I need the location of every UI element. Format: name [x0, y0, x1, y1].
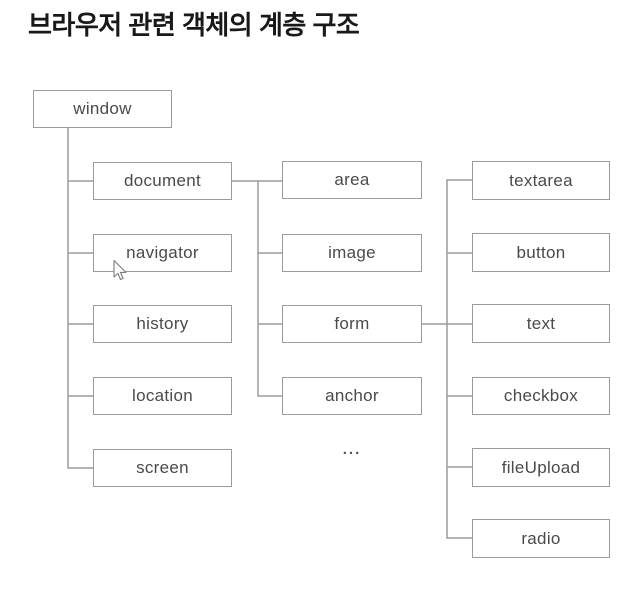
mouse-cursor-icon	[113, 259, 127, 281]
node-button: button	[472, 233, 610, 272]
node-textarea: textarea	[472, 161, 610, 200]
more-items-ellipsis: ...	[342, 441, 362, 458]
node-screen: screen	[93, 449, 232, 487]
node-window: window	[33, 90, 172, 128]
node-history: history	[93, 305, 232, 343]
node-location: location	[93, 377, 232, 415]
trunk-window	[67, 128, 93, 469]
node-form: form	[282, 305, 422, 343]
node-area: area	[282, 161, 422, 199]
trunk-document	[257, 181, 282, 397]
node-fileupload: fileUpload	[472, 448, 610, 487]
node-anchor: anchor	[282, 377, 422, 415]
node-text: text	[472, 304, 610, 343]
trunk-form	[446, 179, 472, 539]
node-document: document	[93, 162, 232, 200]
diagram-title: 브라우저 관련 객체의 계층 구조	[28, 10, 360, 40]
node-image: image	[282, 234, 422, 272]
node-checkbox: checkbox	[472, 377, 610, 415]
node-radio: radio	[472, 519, 610, 558]
